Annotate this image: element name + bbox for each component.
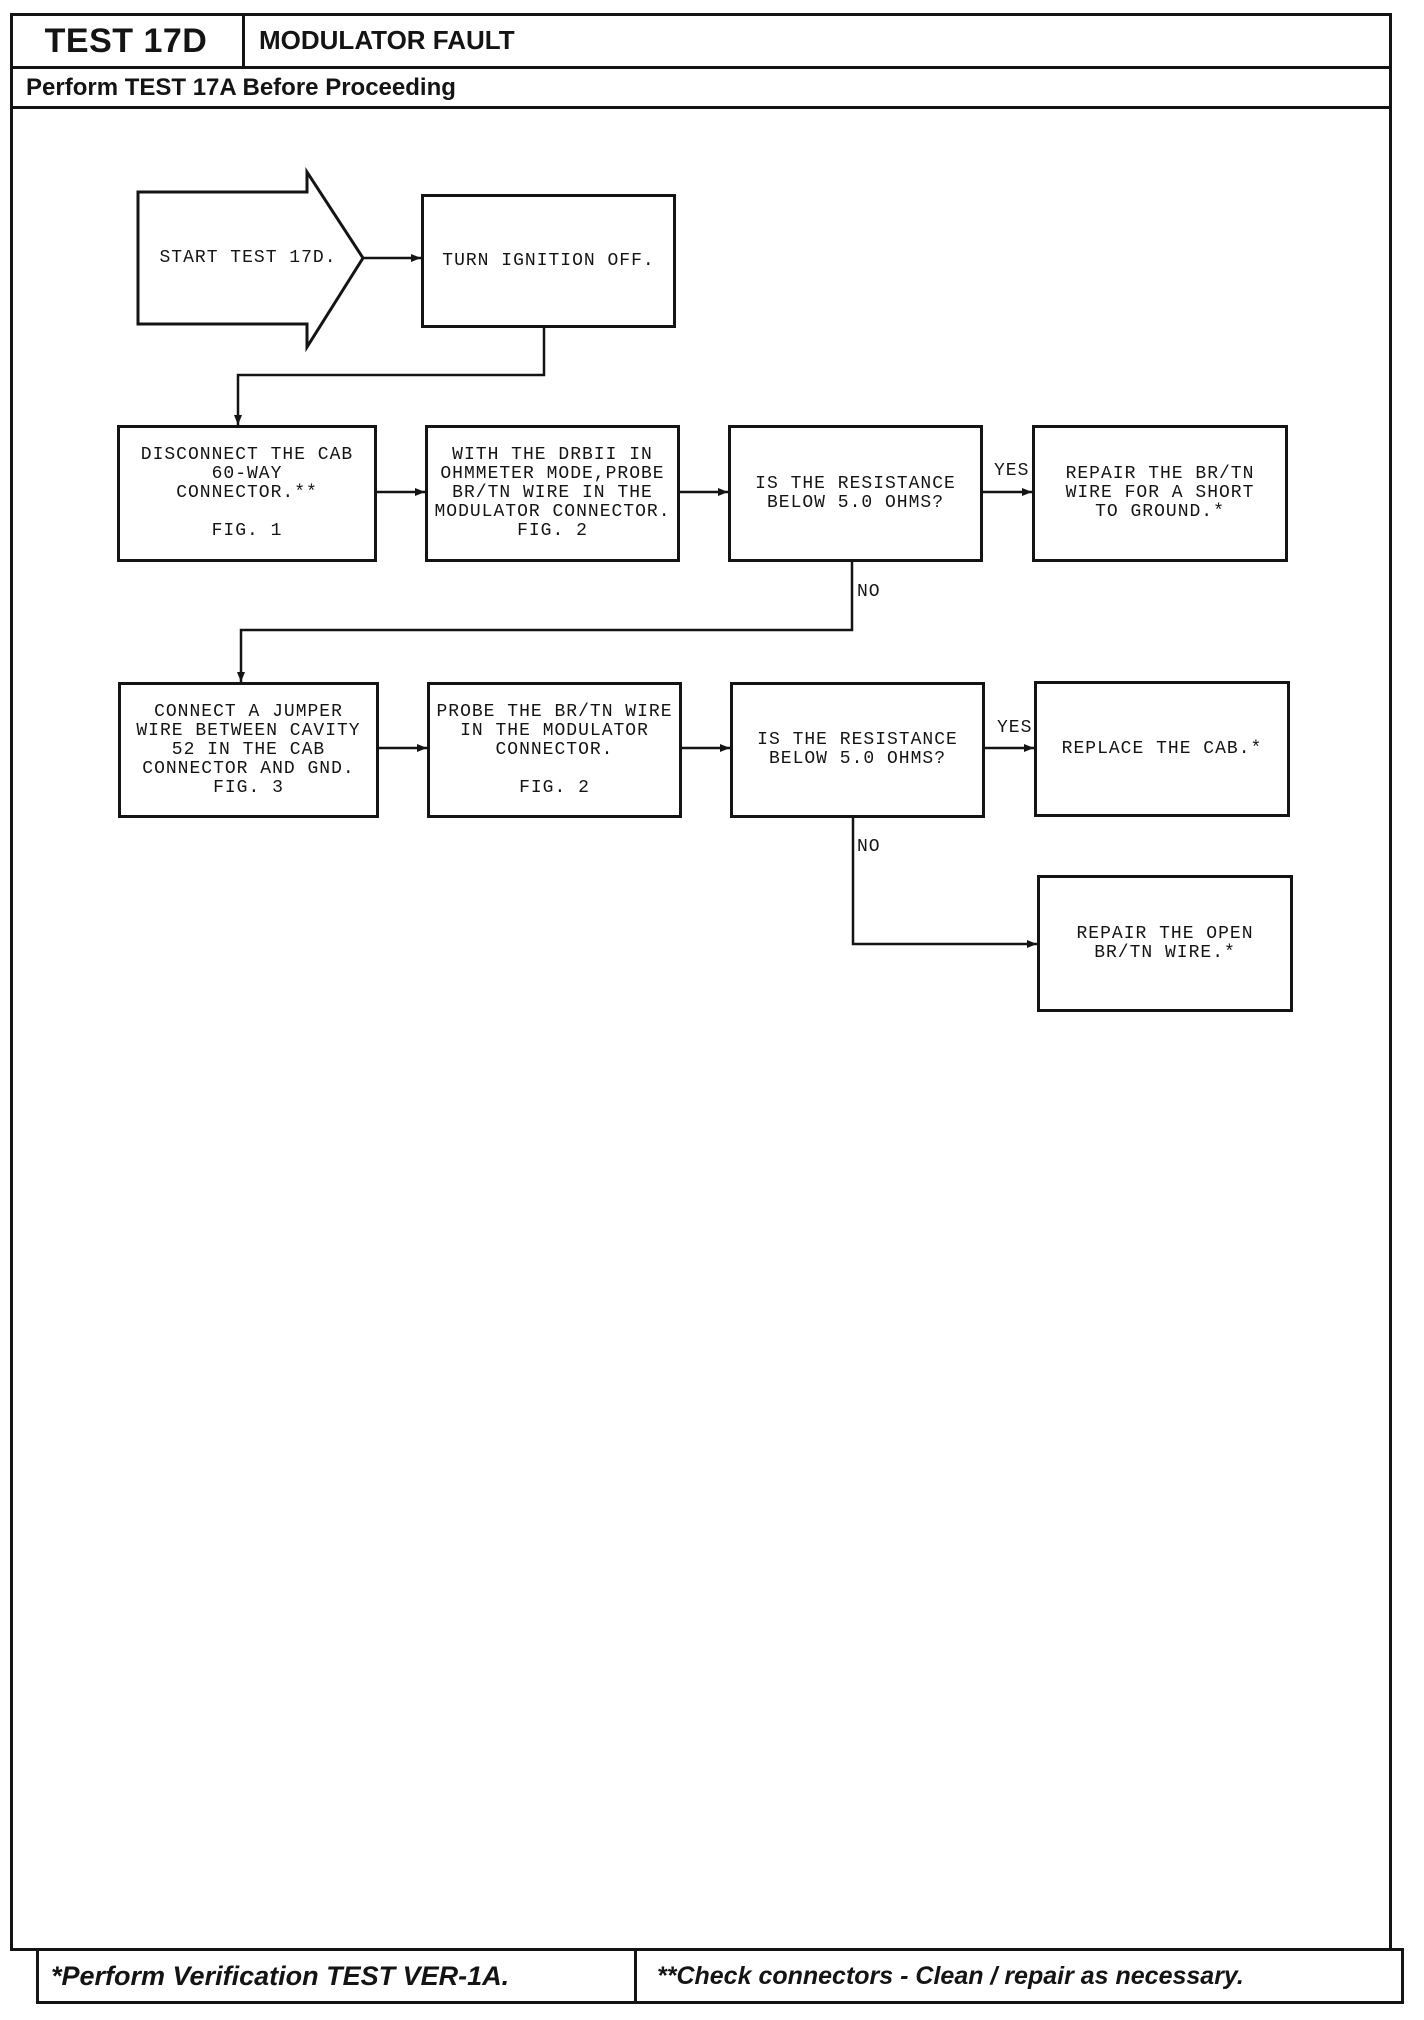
- step-text: DISCONNECT THE CAB 60-WAY CONNECTOR.**: [140, 445, 354, 503]
- step-probe-wire-ohmmeter: WITH THE DRBII IN OHMMETER MODE,PROBE BR…: [425, 425, 680, 562]
- step-text: REPAIR THE BR/TN WIRE FOR A SHORT TO GRO…: [1065, 464, 1255, 522]
- test-id-label: TEST 17D: [10, 13, 245, 69]
- step-text: CONNECT A JUMPER WIRE BETWEEN CAVITY 52 …: [136, 701, 361, 779]
- step-replace-cab: REPLACE THE CAB.*: [1034, 681, 1290, 817]
- step-probe-wire-modulator: PROBE THE BR/TN WIRE IN THE MODULATOR CO…: [427, 682, 682, 818]
- figure-reference: FIG. 1: [211, 521, 283, 541]
- step-disconnect-cab-connector: DISCONNECT THE CAB 60-WAY CONNECTOR.** F…: [117, 425, 377, 562]
- footer-verification-note: *Perform Verification TEST VER-1A.: [39, 1951, 637, 2001]
- prerequisite-note: Perform TEST 17A Before Proceeding: [26, 73, 456, 101]
- step-repair-short-to-ground: REPAIR THE BR/TN WIRE FOR A SHORT TO GRO…: [1032, 425, 1288, 562]
- step-text: REPLACE THE CAB.*: [1061, 738, 1263, 759]
- step-text: WITH THE DRBII IN OHMMETER MODE,PROBE BR…: [434, 445, 671, 522]
- decision-resistance-check-2: IS THE RESISTANCE BELOW 5.0 OHMS?: [730, 682, 985, 818]
- decision-text: IS THE RESISTANCE BELOW 5.0 OHMS?: [757, 730, 958, 769]
- page-title: MODULATOR FAULT: [259, 24, 515, 55]
- footer-connector-note: **Check connectors - Clean / repair as n…: [657, 1961, 1244, 1990]
- step-connect-jumper-wire: CONNECT A JUMPER WIRE BETWEEN CAVITY 52 …: [118, 682, 379, 818]
- figure-reference: FIG. 2: [517, 521, 588, 541]
- no-label: NO: [857, 582, 881, 602]
- decision-resistance-check-1: IS THE RESISTANCE BELOW 5.0 OHMS?: [728, 425, 983, 562]
- connector-turn-ignition-off-to-disconnect-cab: [234, 328, 546, 425]
- step-turn-ignition-off: TURN IGNITION OFF.: [421, 194, 676, 328]
- step-text: PROBE THE BR/TN WIRE IN THE MODULATOR CO…: [436, 701, 673, 760]
- page-footer: *Perform Verification TEST VER-1A. **Che…: [36, 1948, 1404, 2004]
- decision-text: IS THE RESISTANCE BELOW 5.0 OHMS?: [755, 473, 956, 513]
- prerequisite-divider: [10, 106, 1392, 109]
- figure-reference: FIG. 2: [519, 777, 590, 798]
- step-text: TURN IGNITION OFF.: [442, 250, 655, 271]
- yes-label: YES: [997, 718, 1033, 738]
- start-arrow-shape: [136, 166, 365, 353]
- start-label: START TEST 17D.: [159, 247, 337, 268]
- step-repair-open-wire: REPAIR THE OPEN BR/TN WIRE.*: [1037, 875, 1293, 1012]
- figure-reference: FIG. 3: [213, 777, 284, 798]
- header-divider: [10, 66, 1392, 69]
- no-label: NO: [857, 837, 881, 857]
- connector-decision-2-no: [851, 818, 1037, 948]
- step-text: REPAIR THE OPEN BR/TN WIRE.*: [1076, 923, 1254, 963]
- connector-decision-1-no: [237, 562, 854, 682]
- yes-label: YES: [994, 461, 1030, 481]
